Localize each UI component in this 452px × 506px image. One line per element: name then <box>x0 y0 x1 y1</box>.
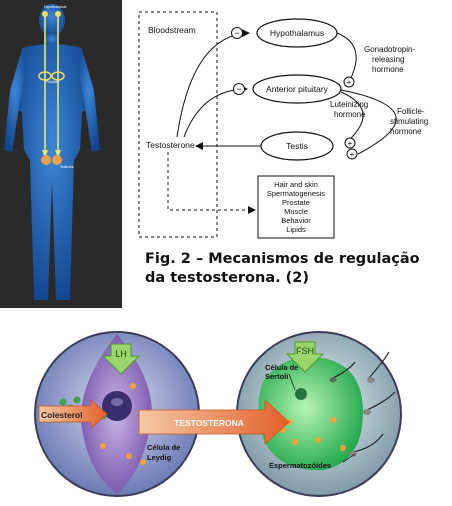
feedback-to-pituitary-line <box>183 85 248 138</box>
bloodstream-box <box>138 11 218 238</box>
caption-line2: da testosterona. (2) <box>145 270 310 286</box>
testosterone-molecules <box>100 383 346 465</box>
sperm-cells <box>329 351 396 457</box>
pos-sign-lh <box>344 137 356 149</box>
gnrh-label-line3: hormone <box>372 65 404 74</box>
pos-sign-gnrh <box>343 76 355 88</box>
hypothalamus-marker <box>42 11 61 17</box>
sertoli-cell <box>258 357 363 471</box>
fsh-text: FSH <box>296 346 314 356</box>
effects-box <box>257 175 335 239</box>
pos-sign-fsh <box>346 148 358 160</box>
effect-item: Prostate <box>282 198 310 207</box>
gnrh-arrow <box>336 32 357 81</box>
hormone-pathway-lines <box>42 12 61 158</box>
testicles-marker <box>41 155 62 165</box>
hypothalamus-label: Hypothalamus <box>270 28 324 38</box>
gnrh-label-line2: releasing <box>372 55 404 64</box>
sertoli-label-line1: Célula de <box>265 363 298 372</box>
pos-sign-gnrh-text: + <box>347 78 352 87</box>
lh-arrow-shape <box>101 343 141 375</box>
anterior-pituitary-label: Anterior pituitary <box>266 84 329 94</box>
neg-sign-hypothalamus-text: − <box>234 28 239 38</box>
body-label-pituitary: Pituitary <box>46 80 59 84</box>
fsh-label-line2: stimulating <box>390 117 428 126</box>
colesterol-arrow-shape <box>38 399 108 429</box>
fsh-label-line3: hormone <box>390 127 422 136</box>
leydig-label-line2: Leydig <box>147 453 172 462</box>
pos-sign-lh-text: + <box>348 139 353 148</box>
lh-text: LH <box>115 349 127 359</box>
neg-sign-pituitary-text: − <box>236 84 241 94</box>
testosterona-arrow-shape <box>138 399 290 445</box>
anterior-pituitary-node <box>252 74 342 104</box>
cell-testosterone-diagram: LH FSH Colesterol TESTOSTERONA Célula de… <box>34 331 402 497</box>
effect-item: Behavior <box>281 216 311 225</box>
testis-label: Testis <box>286 141 308 151</box>
lh-arrow <box>340 91 364 143</box>
figure-caption: Fig. 2 – Mecanismos de regulação da test… <box>145 250 445 288</box>
fsh-arrow-shape <box>285 341 325 373</box>
caption-line1: Fig. 2 – Mecanismos de regulação <box>145 251 420 267</box>
gnrh-label-line1: Gonadotropin- <box>364 45 415 54</box>
leydig-label-line1: Célula de <box>147 443 180 452</box>
pos-sign-fsh-text: + <box>350 150 355 159</box>
effect-item: Hair and skin <box>274 180 318 189</box>
body-illustration-panel: Hypothalamus Pituitary Testicles <box>0 0 122 308</box>
body-label-testicles: Testicles <box>60 165 74 169</box>
effect-item: Lipids <box>286 225 306 234</box>
bloodstream-label: Bloodstream <box>148 25 196 35</box>
testosterone-label: Testosterone <box>146 140 195 150</box>
lh-label-line1: Luteinizing <box>330 100 368 109</box>
pituitary-marker <box>38 71 65 81</box>
body-label-hypothalamus: Hypothalamus <box>44 5 67 9</box>
lh-label-line2: hormone <box>334 110 366 119</box>
fsh-label-line1: Follicle- <box>397 107 425 116</box>
fsh-arrow <box>340 89 397 155</box>
testosterona-label: TESTOSTERONA <box>174 418 244 428</box>
colesterol-label: Colesterol <box>41 410 83 420</box>
effect-item: Spermatogenesis <box>267 189 326 198</box>
neg-sign-hypothalamus <box>231 27 243 39</box>
effect-item: Muscle <box>284 207 308 216</box>
sertoli-label-line2: Sertoli <box>265 372 288 381</box>
effects-list: Hair and skin Spermatogenesis Prostate M… <box>267 180 326 234</box>
espermatozoides-label: Espermatozóides <box>269 461 331 470</box>
testosterone-to-effects-line <box>167 152 256 214</box>
neg-sign-pituitary <box>233 83 245 95</box>
hormone-regulation-flow-diagram: Bloodstream Hypothalamus Anterior pituit… <box>138 11 428 239</box>
